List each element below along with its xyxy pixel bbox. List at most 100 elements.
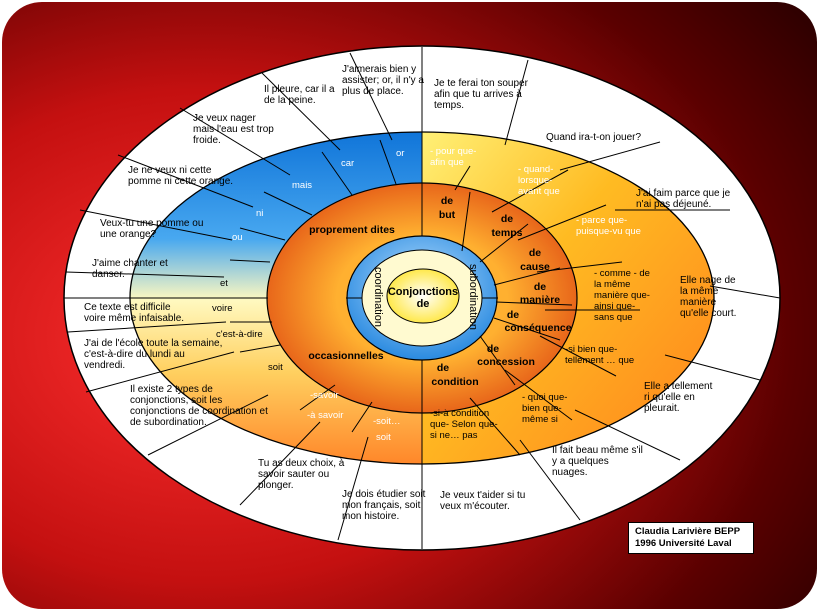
conj-voire: voire xyxy=(212,303,233,314)
author-credit: Claudia Larivière BEPP 1996 Université L… xyxy=(628,522,754,554)
example-soit-2-line-2: mon français, soit xyxy=(342,500,421,511)
example-consequence-line-3: pleurait. xyxy=(644,403,680,414)
example-mais-line-2: mais l'eau est trop xyxy=(193,124,274,135)
credit-line-2: 1996 Université Laval xyxy=(635,538,732,549)
conj-cause-line-1: - parce que- xyxy=(576,215,627,226)
example-but-line-3: temps. xyxy=(434,100,464,111)
example-soit-line-4: de subordination. xyxy=(130,417,207,428)
example-soit-line-3: conjonctions de coordination et xyxy=(130,406,268,417)
example-ni-line-1: Je ne veux ni cette xyxy=(128,165,212,176)
conj-soit: soit xyxy=(268,362,283,373)
example-soit-2-line-3: mon histoire. xyxy=(342,511,399,522)
conj-ou: ou xyxy=(232,232,243,243)
example-condition-line-1: Je veux t'aider si tu xyxy=(440,490,525,501)
center-ellipse xyxy=(386,268,460,324)
example-cest-a-dire-line-3: vendredi. xyxy=(84,360,125,371)
example-or-line-3: plus de place. xyxy=(342,86,404,97)
subordination-label: subordination xyxy=(467,264,479,330)
example-maniere-line-1: Elle nage de xyxy=(680,275,736,286)
conj-car: car xyxy=(341,158,354,169)
example-concession-line-2: y a quelques xyxy=(552,456,609,467)
example-maniere-line-2: la même xyxy=(680,286,719,297)
category-cause-l1: de xyxy=(529,247,541,259)
example-mais-line-3: froide. xyxy=(193,135,221,146)
example-concession-line-1: Il fait beau même s'il xyxy=(552,445,643,456)
coordination-conjunctions: or car mais ni ou et voire c'est-à-dire … xyxy=(212,148,404,443)
coordination-label: coordination xyxy=(372,267,384,327)
category-condition-l2: condition xyxy=(431,376,478,388)
example-consequence-line-1: Elle a tellement xyxy=(644,381,713,392)
subordination-conjunctions: - pour que-afin que- quand-lorsque-avant… xyxy=(430,146,650,441)
center-subtitle: de xyxy=(417,298,430,310)
example-or-line-2: assister; or, il n'y a xyxy=(342,75,424,86)
conj-consequence-line-1: -si bien que- xyxy=(565,344,617,355)
category-cause-l2: cause xyxy=(520,261,550,273)
category-concession-l1: de xyxy=(487,343,499,355)
example-soit-line-2: conjonctions, soit les xyxy=(130,395,222,406)
example-mais-line-1: Je veux nager xyxy=(193,113,256,124)
example-savoir-line-2: savoir sauter ou xyxy=(258,469,329,480)
example-or-line-1: J'aimerais bien y xyxy=(342,64,416,75)
example-temps-line-1: Quand ira-t-on jouer? xyxy=(546,132,641,143)
example-ou-line-2: une orange? xyxy=(100,229,157,240)
center-title: Conjonctions xyxy=(388,286,458,298)
conj-cest-a-dire: c'est-à-dire xyxy=(216,329,263,340)
conj-but-line-2: afin que xyxy=(430,157,464,168)
conj-et: et xyxy=(220,278,228,289)
conj-concession-line-2: bien que- xyxy=(522,403,562,414)
example-cest-a-dire-line-1: J'ai de l'école toute la semaine, xyxy=(84,338,222,349)
category-condition-l1: de xyxy=(437,362,449,374)
example-voire-line-2: voire même infaisable. xyxy=(84,313,184,324)
conj-soit-2: soit xyxy=(376,432,391,443)
example-savoir-line-1: Tu as deux choix, à xyxy=(258,458,345,469)
category-maniere-l1: de xyxy=(534,281,546,293)
type-proprement-dites: proprement dites xyxy=(309,224,395,236)
conj-maniere-line-3: manière que- xyxy=(594,290,650,301)
conj-or: or xyxy=(396,148,404,159)
example-cest-a-dire-line-2: c'est-à-dire du lundi au xyxy=(84,349,185,360)
conj-maniere-line-5: sans que xyxy=(594,312,633,323)
conj-concession-line-3: même si xyxy=(522,414,558,425)
category-maniere-l2: manière xyxy=(520,294,560,306)
conj-cause-line-2: puisque-vu que xyxy=(576,226,641,237)
example-consequence-line-2: ri qu'elle en xyxy=(644,392,695,403)
conj-temps-line-1: - quand- xyxy=(518,164,553,175)
conj-maniere-line-1: - comme - de xyxy=(594,268,650,279)
example-soit-line-1: Il existe 2 types de xyxy=(130,384,213,395)
example-car-line-2: de la peine. xyxy=(264,95,316,106)
conj-maniere-line-4: ainsi que- xyxy=(594,301,635,312)
category-consequence-l2: conséquence xyxy=(504,322,571,334)
example-savoir-line-3: plonger. xyxy=(258,480,294,491)
conj-consequence-line-2: tellement … que xyxy=(565,355,634,366)
conj-condition-line-1: -si-à condition xyxy=(430,408,489,419)
conj-savoir: -savoir xyxy=(310,390,339,401)
example-concession-line-3: nuages. xyxy=(552,467,588,478)
subordination-categories: de but de temps de cause de manière de c… xyxy=(431,195,571,388)
category-concession-l2: concession xyxy=(477,356,535,368)
conj-condition-line-2: que- Selon que- xyxy=(430,419,498,430)
conj-temps-line-2: lorsque- xyxy=(518,175,552,186)
category-but-l2: but xyxy=(439,209,456,221)
example-ni-line-2: pomme ni cette orange. xyxy=(128,176,233,187)
example-but-line-1: Je te ferai ton souper xyxy=(434,78,529,89)
category-temps-l2: temps xyxy=(492,227,523,239)
example-cause-line-1: J'ai faim parce que je xyxy=(636,188,731,199)
conj-soit-dots: -soit… xyxy=(373,416,400,427)
example-et-line-1: J'aime chanter et xyxy=(92,258,168,269)
example-voire-line-1: Ce texte est difficile xyxy=(84,302,171,313)
conj-but-line-1: - pour que- xyxy=(430,146,476,157)
conj-ni: ni xyxy=(256,208,263,219)
example-maniere-line-4: qu'elle court. xyxy=(680,308,736,319)
credit-line-1: Claudia Larivière BEPP xyxy=(635,526,741,537)
conj-mais: mais xyxy=(292,180,312,191)
example-cause-line-2: n'ai pas déjeuné. xyxy=(636,199,711,210)
category-consequence-l1: de xyxy=(507,309,519,321)
divider-lines xyxy=(64,47,781,549)
example-car-line-1: Il pleure, car il a xyxy=(264,84,335,95)
conj-maniere-line-2: la même xyxy=(594,279,630,290)
example-but-line-2: afin que tu arrives à xyxy=(434,89,522,100)
conj-a-savoir: -à savoir xyxy=(307,410,343,421)
category-but-l1: de xyxy=(441,195,453,207)
